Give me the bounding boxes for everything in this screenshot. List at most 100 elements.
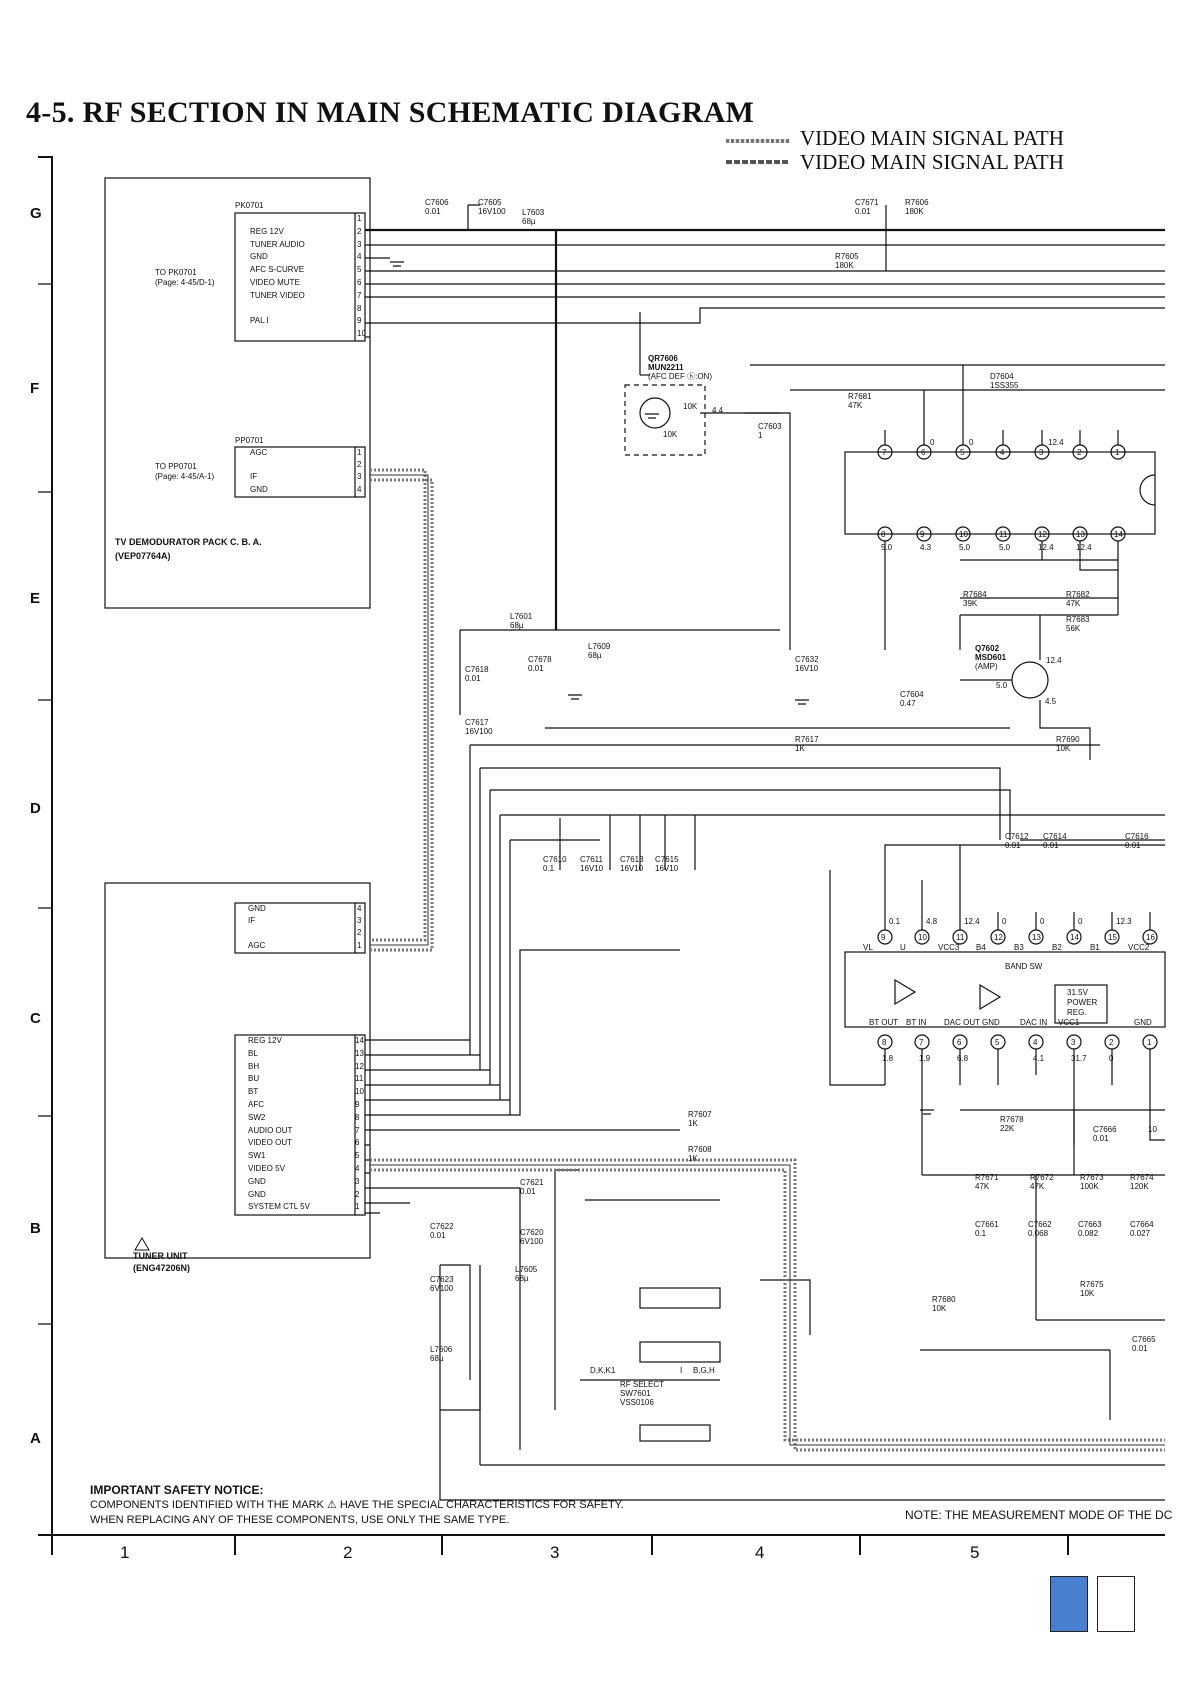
ic2-top-pin: 14 <box>1070 933 1079 942</box>
page-title: 4-5. RF SECTION IN MAIN SCHEMATIC DIAGRA… <box>26 96 755 129</box>
component-r7690-line-0: R7690 <box>1056 735 1080 744</box>
ic2-bottom-pin: 4 <box>1033 1038 1038 1047</box>
tuner-pin-number: 6 <box>355 1138 360 1148</box>
component-c7603-line-0: C7603 <box>758 422 782 431</box>
component-c7606-line-0: C7606 <box>425 198 449 207</box>
legend-label-2: VIDEO MAIN SIGNAL PATH <box>800 150 1064 174</box>
ic1-top-pin: 5 <box>960 448 965 457</box>
ic2-bottom-pin: 8 <box>882 1038 887 1047</box>
component-l7601-line-0: L7601 <box>510 612 533 621</box>
tuner-pin-number: 11 <box>355 1074 364 1084</box>
tuner-pin-label: GND <box>248 1176 266 1186</box>
ic2-top-volt: 0 <box>1040 917 1045 926</box>
component-c7664-line-0: C7664 <box>1130 1220 1154 1229</box>
pk0701-pin-label: PAL I <box>250 316 269 326</box>
ic2-bottom-name: BT IN <box>906 1018 927 1027</box>
grid-col-2: 2 <box>343 1543 353 1562</box>
ic2-bottom-name: DAC OUT <box>944 1018 980 1027</box>
component-c7617-line-0: C7617 <box>465 718 489 727</box>
component-c7614-line-1: 0.01 <box>1043 841 1059 850</box>
component-l7606-line-0: L7606 <box>430 1345 453 1354</box>
grid-row-c: C <box>30 1010 41 1027</box>
pk0701-page: (Page: 4-45/D-1) <box>155 278 215 287</box>
tuner-unit-name: TUNER UNIT <box>133 1251 188 1261</box>
pk0701-pin-number: 3 <box>357 239 362 249</box>
component-c7671-line-0: C7671 <box>855 198 879 207</box>
component-c7665-line-1: 0.01 <box>1132 1344 1148 1353</box>
component-r7608-line-1: 1K <box>688 1154 698 1163</box>
ic2-top-volt: 12.3 <box>1116 917 1132 926</box>
component-r7607-line-0: R7607 <box>688 1110 712 1119</box>
component-r7605-line-0: R7605 <box>835 252 859 261</box>
component-c7615-line-0: C7615 <box>655 855 679 864</box>
pk0701-pin-number: 5 <box>357 265 362 275</box>
ic2-band-sw: BAND SW <box>1005 962 1043 971</box>
ic2-top-name: B3 <box>1014 943 1024 952</box>
component-c7622-line-1: 0.01 <box>430 1231 446 1240</box>
component-l7603-line-0: L7603 <box>522 208 545 217</box>
component-r7671-line-0: R7671 <box>975 1173 999 1182</box>
pp0701-page: (Page: 4-45/A-1) <box>155 472 215 481</box>
tuner-pin-label: AFC <box>248 1100 264 1109</box>
ic2-top-name: VCC2 <box>1128 943 1150 952</box>
pk0701-pin-label: TUNER VIDEO <box>250 290 305 300</box>
legend-swatch-1 <box>726 139 790 143</box>
component-c7604-line-1: 0.47 <box>900 699 916 708</box>
component-c7623-line-0: C7623 <box>430 1275 454 1284</box>
component-r7680-line-1: 10K <box>932 1304 947 1313</box>
component-c7662-line-1: 0.068 <box>1028 1229 1049 1238</box>
component-r7672-line-0: R7672 <box>1030 1173 1054 1182</box>
page-thumb-next[interactable] <box>1097 1576 1135 1632</box>
tuner-pin-label: BT <box>248 1087 259 1097</box>
ic2-top-name: B4 <box>976 943 986 952</box>
component-r7607-line-1: 1K <box>688 1119 698 1128</box>
ic1-top-pin: 2 <box>1077 448 1082 457</box>
component-c7666-line-1: 0.01 <box>1093 1134 1109 1143</box>
component-l7609-line-1: 68µ <box>588 651 602 660</box>
grid-row-d: D <box>30 800 41 817</box>
component-c7678-line-1: 0.01 <box>528 664 544 673</box>
ic1-bottom-pin: 8 <box>881 530 886 539</box>
component-r-10: 10 <box>1148 1125 1157 1134</box>
ic1-top-pin: 4 <box>1000 448 1005 457</box>
component-c7616-line-1: 0.01 <box>1125 841 1141 850</box>
tuner-top-pin-number: 4 <box>357 904 362 913</box>
page-thumb-current[interactable] <box>1050 1576 1088 1632</box>
pk0701-pin-number: 7 <box>357 290 362 300</box>
safety-heading: IMPORTANT SAFETY NOTICE: <box>90 1483 264 1497</box>
tuner-unit-part: (ENG47206N) <box>133 1263 191 1273</box>
component-l7603-line-1: 68µ <box>522 217 536 226</box>
tuner-pin-number: 7 <box>355 1125 360 1135</box>
ic2-top-pin: 9 <box>881 933 886 942</box>
ic2-bottom-pin: 5 <box>995 1038 1000 1047</box>
ic2-power-reg-line: POWER <box>1067 998 1098 1007</box>
pp0701-pin-number: 4 <box>357 484 362 494</box>
component-r10k-a: 10K <box>683 402 698 411</box>
grid-row-b: B <box>30 1220 41 1237</box>
component-r7684-line-1: 39K <box>963 599 978 608</box>
tuner-pin-number: 4 <box>355 1164 360 1173</box>
component-c7618-line-0: C7618 <box>465 665 489 674</box>
tuner-pin-number: 10 <box>355 1087 364 1097</box>
ic2-top-name: B2 <box>1052 943 1062 952</box>
tuner-pin-label: SYSTEM CTL 5V <box>248 1202 310 1212</box>
component-rf_select-line-2: VSS0106 <box>620 1398 654 1407</box>
tuner-top-pin-number: 3 <box>357 916 362 926</box>
component-c7661-line-1: 0.1 <box>975 1229 987 1238</box>
ic2-top-volt: 4.8 <box>926 917 938 926</box>
component-c7620-line-0: C7620 <box>520 1228 544 1237</box>
ic1-bottom-pin: 11 <box>999 530 1008 539</box>
ic2-bottom-name: VCC1 <box>1058 1018 1080 1027</box>
component-qr7606-line-2: (AFC DEF ⓗ:ON) <box>648 372 712 381</box>
tuner-pin-label: BH <box>248 1061 260 1071</box>
tuner-pin-label: BU <box>248 1074 260 1084</box>
voltage-q7602-emitter: 4.5 <box>1045 697 1057 706</box>
ic2-top-volt: 0 <box>1078 917 1083 926</box>
component-r7675-line-1: 10K <box>1080 1289 1095 1298</box>
tuner-pin-label: GND <box>248 1189 266 1199</box>
voltage-q7602-collector: 12.4 <box>1046 656 1062 665</box>
component-r7673-line-0: R7673 <box>1080 1173 1104 1182</box>
tuner-pin-number: 2 <box>355 1189 360 1199</box>
component-c7610-line-0: C7610 <box>543 855 567 864</box>
